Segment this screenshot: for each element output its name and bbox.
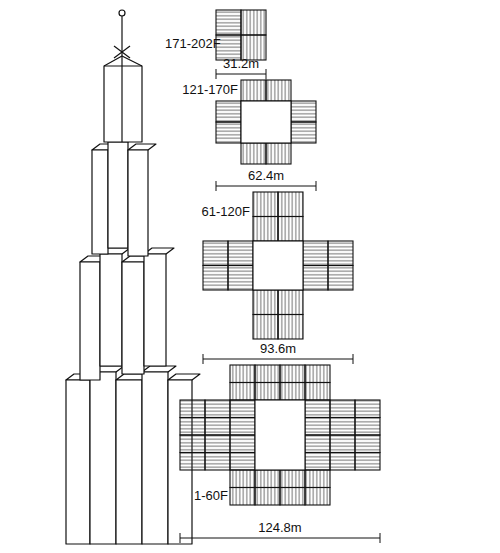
plan-cell	[180, 453, 205, 471]
plan-cell	[330, 453, 355, 471]
dimension-label: 31.2m	[223, 56, 259, 71]
core-outline	[253, 241, 303, 290]
plan-cell	[305, 470, 330, 488]
plan-cell	[291, 101, 316, 122]
plan-cell	[241, 10, 266, 35]
plan-cell	[241, 80, 266, 101]
floor-range-label: 171-202F	[165, 36, 221, 51]
plan-cell	[305, 488, 330, 506]
plan-cell	[291, 122, 316, 143]
plan-cell	[230, 453, 255, 471]
plan-cell	[266, 143, 291, 164]
plan-cell	[280, 383, 305, 401]
plan-cell	[216, 101, 241, 122]
plan-cell	[180, 435, 205, 453]
floor-range-label: 1-60F	[194, 488, 228, 503]
plan-cell	[266, 80, 291, 101]
plan-cell	[253, 290, 278, 315]
plan-cell	[303, 241, 328, 266]
plan-cell	[230, 400, 255, 418]
plan-cell	[328, 241, 353, 266]
plan-cell	[230, 418, 255, 436]
plan-cell	[205, 418, 230, 436]
plan-cell	[278, 192, 303, 217]
plan-cell	[180, 400, 205, 418]
plan-cell	[255, 365, 280, 383]
floor-range-label: 121-170F	[182, 82, 238, 97]
dimension-label: 93.6m	[260, 341, 296, 356]
plan-cell	[228, 266, 253, 291]
plan-cell	[203, 266, 228, 291]
plan-cell	[180, 418, 205, 436]
plan-cell	[280, 488, 305, 506]
plan-cell	[280, 470, 305, 488]
core-outline	[255, 400, 305, 470]
dimension-label: 124.8m	[258, 520, 301, 535]
plan-cell	[230, 435, 255, 453]
plan-cell	[330, 418, 355, 436]
plan-cell	[230, 470, 255, 488]
plan-cell	[230, 365, 255, 383]
plan-cell	[305, 365, 330, 383]
plan-cell	[278, 217, 303, 242]
plan-cell	[305, 383, 330, 401]
plan-cell	[253, 217, 278, 242]
plan-cell	[205, 400, 230, 418]
plan-cell	[280, 365, 305, 383]
dimension-label: 62.4m	[248, 168, 284, 183]
plan-cell	[278, 315, 303, 340]
plan-cell	[330, 400, 355, 418]
plan-cell	[216, 122, 241, 143]
plan-cell	[230, 488, 255, 506]
plan-cell	[305, 418, 330, 436]
plan-cell	[205, 435, 230, 453]
plan-cell	[241, 143, 266, 164]
plan-cell	[216, 10, 241, 35]
plan-cell	[228, 241, 253, 266]
plan-cell	[305, 400, 330, 418]
plan-cell	[205, 453, 230, 471]
plan-cell	[355, 435, 380, 453]
plan-cell	[230, 383, 255, 401]
plan-cell	[253, 192, 278, 217]
plan-cell	[305, 453, 330, 471]
plan-cell	[355, 418, 380, 436]
plan-cell	[255, 383, 280, 401]
plan-cell	[305, 435, 330, 453]
floor-range-label: 61-120F	[202, 204, 250, 219]
plan-cell	[253, 315, 278, 340]
plan-cell	[278, 290, 303, 315]
plan-cell	[355, 453, 380, 471]
plan-cell	[255, 470, 280, 488]
plan-cell	[355, 400, 380, 418]
plan-cell	[203, 241, 228, 266]
plan-cell	[303, 266, 328, 291]
core-outline	[241, 101, 291, 143]
plan-cell	[328, 266, 353, 291]
plan-cell	[255, 488, 280, 506]
plan-cell	[330, 435, 355, 453]
